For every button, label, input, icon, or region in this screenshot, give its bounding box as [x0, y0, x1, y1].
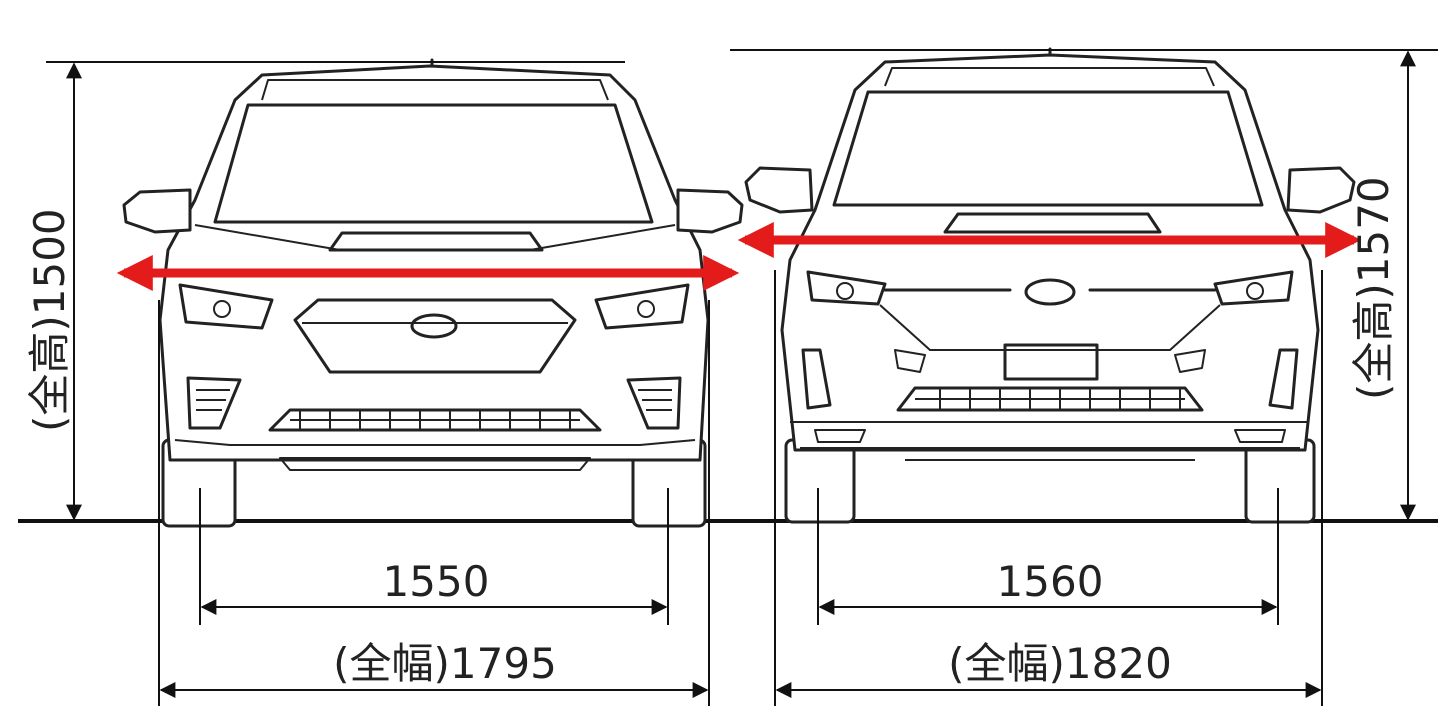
- right-car-left-foglamp: [801, 348, 832, 410]
- left-car-lower-intake: [268, 408, 602, 432]
- right-car-windshield: [832, 90, 1264, 207]
- left-width-dimension: (全幅)1795: [158, 300, 710, 706]
- left-car-right-headlight: [594, 283, 690, 330]
- right-car-front-view: [744, 47, 1356, 524]
- left-car-right-mirror: [676, 188, 744, 234]
- right-height-label: (全高)1570: [1349, 176, 1398, 400]
- left-car-left-foglamp: [186, 376, 242, 430]
- left-tread-dimension: 1550: [199, 488, 669, 625]
- left-car-hood-scoop: [328, 231, 544, 252]
- right-tread-dimension: 1560: [817, 488, 1279, 625]
- left-car-left-headlight: [178, 283, 274, 330]
- left-car-right-foglamp: [626, 376, 682, 430]
- right-car-right-headlight: [1213, 270, 1294, 306]
- right-tread-label: 1560: [997, 557, 1104, 606]
- right-car-left-tire: [784, 438, 856, 524]
- left-car-grille: [293, 298, 577, 374]
- left-car-left-mirror: [122, 188, 192, 234]
- left-width-label: (全幅)1795: [333, 639, 557, 688]
- left-height-dimension: (全高)1500: [25, 61, 625, 521]
- right-car-left-mirror: [744, 166, 814, 214]
- right-car-right-mirror: [1286, 166, 1356, 214]
- right-car-left-headlight: [806, 270, 887, 306]
- right-width-label: (全幅)1820: [948, 639, 1172, 688]
- left-tread-label: 1550: [383, 557, 490, 606]
- right-height-dimension: (全高)1570: [730, 49, 1438, 521]
- right-car-right-foglamp: [1268, 348, 1299, 410]
- left-height-label: (全高)1500: [25, 208, 74, 432]
- left-car-windshield: [213, 103, 654, 224]
- left-car-front-view: [122, 58, 744, 528]
- left-car-emblem: [410, 313, 458, 339]
- right-car-license-plate: [1003, 343, 1099, 381]
- right-car-right-tire: [1244, 438, 1316, 524]
- right-car-lower-intake: [896, 386, 1204, 412]
- right-width-dimension: (全幅)1820: [774, 270, 1323, 706]
- right-car-emblem: [1024, 278, 1076, 306]
